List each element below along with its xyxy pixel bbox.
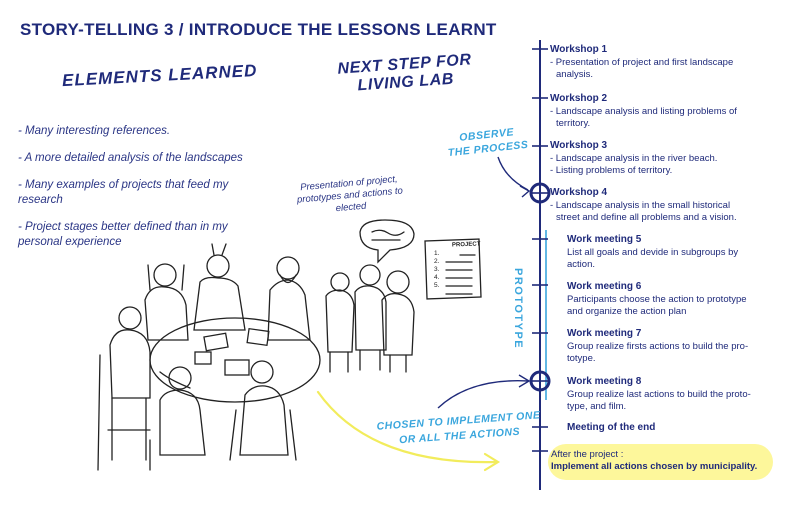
board-number: 2. — [434, 258, 440, 265]
timeline-item-line: - Landscape analysis in the small histor… — [550, 199, 731, 211]
timeline-item-line: List all goals and devide in subgroups b… — [567, 246, 739, 258]
timeline-item-title: Work meeting 6 — [567, 281, 642, 292]
timeline-item-line: - Listing problems of territory. — [550, 165, 673, 176]
timeline-item-line: street and define all problems and a vis… — [556, 212, 737, 223]
timeline-item-title: Workshop 1 — [550, 44, 608, 55]
speech-bubble-sketch — [359, 219, 415, 264]
timeline-item-line: analysis. — [556, 69, 593, 80]
timeline-item-work-meeting-5: Work meeting 5 List all goals and devide… — [567, 234, 792, 272]
timeline-item-workshop-2: Workshop 2 - Landscape analysis and list… — [550, 93, 790, 131]
after-project-label: After the project : — [551, 449, 624, 460]
board-title: PROJECT — [451, 241, 481, 249]
learned-item: - Many examples of projects that feed my… — [18, 179, 229, 206]
prototype-label: PROTOTYPE — [512, 268, 524, 350]
timeline-item-title: Workshop 2 — [550, 93, 608, 104]
timeline-item-title: Work meeting 5 — [567, 234, 642, 245]
timeline-item-line: totype. — [567, 353, 596, 364]
timeline-item-meeting-of-the-end: Meeting of the end — [567, 422, 792, 435]
board-number: 5. — [434, 282, 440, 289]
after-project: After the project : Implement all action… — [551, 449, 757, 473]
timeline-item-title: Workshop 4 — [550, 187, 608, 198]
timeline-item-title: Work meeting 7 — [567, 328, 642, 339]
timeline-item-line: action. — [567, 259, 595, 270]
timeline-item-line: type, and film. — [567, 401, 627, 412]
timeline-item-title: Workshop 3 — [550, 140, 608, 151]
learned-item: - Many interesting references. — [18, 125, 171, 137]
timeline-item-title: Work meeting 8 — [567, 376, 642, 387]
board-number: 4. — [434, 274, 440, 281]
timeline-item-workshop-1: Workshop 1 - Presentation of project and… — [550, 44, 790, 82]
timeline-item-title: Meeting of the end — [567, 422, 656, 433]
timeline-item-workshop-4: Workshop 4 - Landscape analysis in the s… — [550, 187, 790, 225]
timeline-item-line: and organize the action plan — [567, 306, 687, 317]
board-number: 3. — [434, 266, 440, 273]
timeline-item-line: Participants choose the action to protot… — [567, 293, 747, 305]
timeline-item-line: Group realize last actions to build the … — [567, 388, 751, 400]
timeline-item-line: territory. — [556, 118, 591, 129]
board-sketch — [424, 238, 482, 300]
timeline-item-line: Group realize firsts actions to build th… — [567, 340, 749, 352]
after-project-highlight — [548, 444, 773, 480]
timeline-item-work-meeting-8: Work meeting 8 Group realize last action… — [567, 376, 792, 414]
learned-item: - A more detailed analysis of the landsc… — [18, 152, 243, 164]
timeline-item-line: - Presentation of project and first land… — [550, 56, 734, 68]
timeline-item-work-meeting-7: Work meeting 7 Group realize firsts acti… — [567, 328, 792, 366]
timeline-item-workshop-3: Workshop 3 - Landscape analysis in the r… — [550, 140, 790, 178]
board-numbers: 1. 2. 3. 4. 5. — [434, 250, 439, 290]
timeline-item-line: - Landscape analysis and listing problem… — [550, 105, 737, 117]
page-title: STORY-TELLING 3 / INTRODUCE THE LESSONS … — [20, 20, 497, 39]
after-project-action: Implement all actions chosen by municipa… — [551, 461, 758, 472]
learned-item: - Project stages better defined than in … — [18, 221, 228, 248]
timeline-item-line: - Landscape analysis in the river beach. — [550, 152, 718, 164]
board-number: 1. — [434, 250, 440, 257]
learned-list: - Many interesting references. - A more … — [18, 124, 268, 262]
timeline-item-work-meeting-6: Work meeting 6 Participants choose the a… — [567, 281, 792, 319]
timeline-axis — [529, 40, 551, 490]
